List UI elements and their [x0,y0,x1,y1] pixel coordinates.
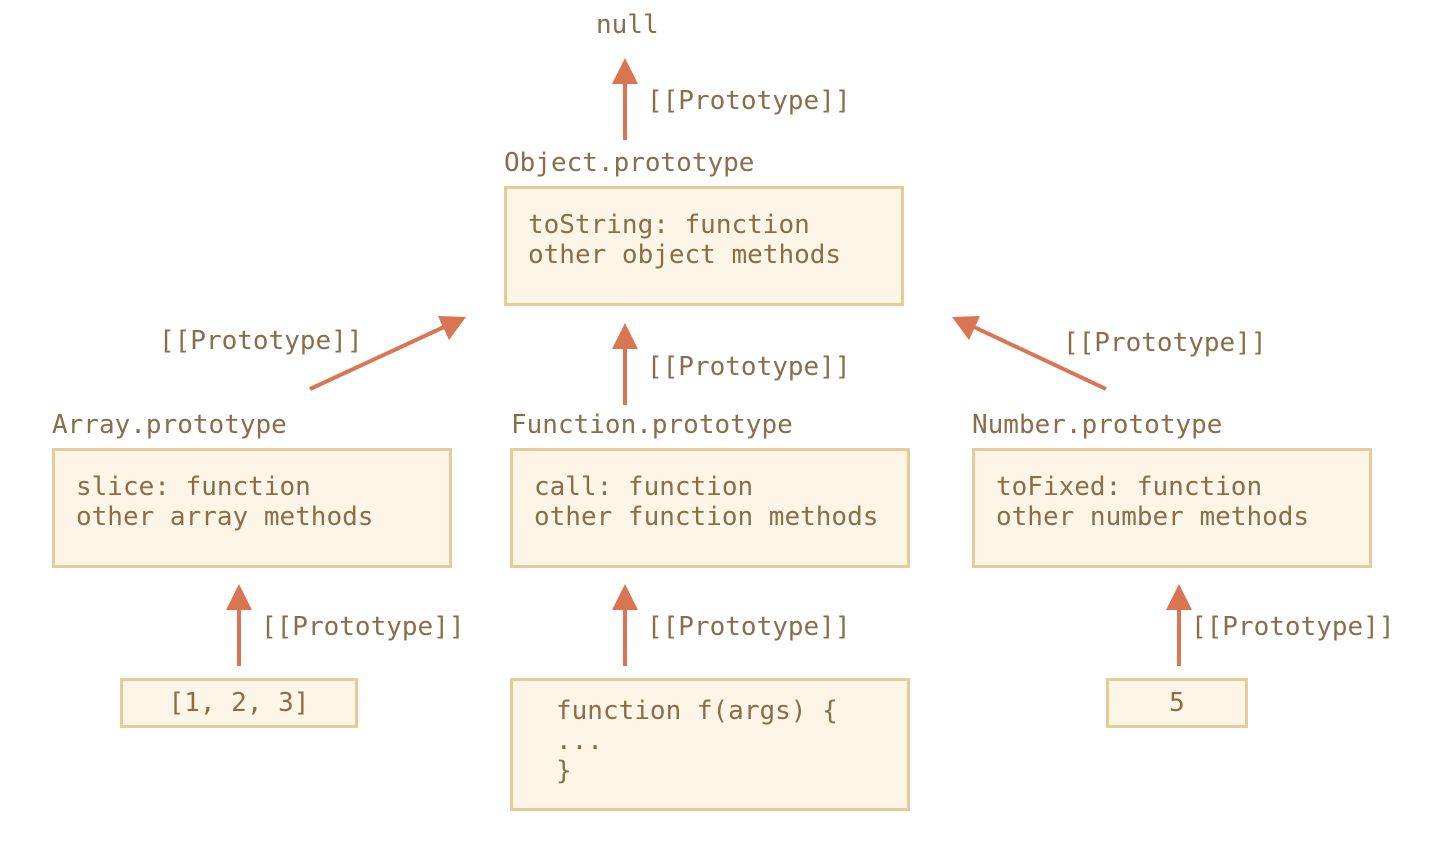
number-prototype-line-2: other number methods [996,502,1310,532]
object-prototype-title: Object.prototype [504,148,755,178]
arrow-number-instance-to-number-proto [1166,584,1192,666]
object-prototype-box: toString: function other object methods [504,186,904,306]
prototype-link-label-array-object: [[Prototype]] [159,326,363,356]
arrow-object-to-null [612,58,638,140]
prototype-link-label-array-instance: [[Prototype]] [261,612,465,642]
number-prototype-title: Number.prototype [972,410,1223,440]
prototype-link-label-function-instance: [[Prototype]] [647,612,851,642]
function-prototype-box: call: function other function methods [510,448,910,568]
array-prototype-line-1: slice: function [76,472,311,502]
number-instance-box: 5 [1106,678,1248,728]
prototype-link-label-number-object: [[Prototype]] [1063,328,1267,358]
number-prototype-line-1: toFixed: function [996,472,1263,502]
function-prototype-line-1: call: function [534,472,754,502]
array-prototype-line-2: other array methods [76,502,374,532]
arrow-function-to-object [612,323,638,405]
arrow-array-to-object [309,316,466,391]
function-instance-line-2: ... [556,726,603,756]
function-prototype-title: Function.prototype [511,410,793,440]
object-prototype-line-2: other object methods [528,240,842,270]
array-instance-value: [1, 2, 3] [168,688,310,718]
object-prototype-line-1: toString: function [528,210,810,240]
prototype-link-label-number-instance: [[Prototype]] [1191,612,1395,642]
function-instance-line-3: } [556,756,572,786]
function-instance-box: function f(args) { ... } [510,678,910,811]
function-instance-line-1: function f(args) { [556,696,838,726]
prototype-link-label-function-object: [[Prototype]] [647,352,851,382]
function-prototype-line-2: other function methods [534,502,879,532]
array-prototype-box: slice: function other array methods [52,448,452,568]
number-instance-value: 5 [1169,688,1185,718]
null-label: null [596,10,659,40]
arrow-array-instance-to-array-proto [226,584,252,666]
array-instance-box: [1, 2, 3] [120,678,358,728]
arrow-function-instance-to-function-proto [612,584,638,666]
prototype-link-label-top: [[Prototype]] [647,86,851,116]
array-prototype-title: Array.prototype [52,410,287,440]
arrow-number-to-object [952,316,1107,391]
number-prototype-box: toFixed: function other number methods [972,448,1372,568]
